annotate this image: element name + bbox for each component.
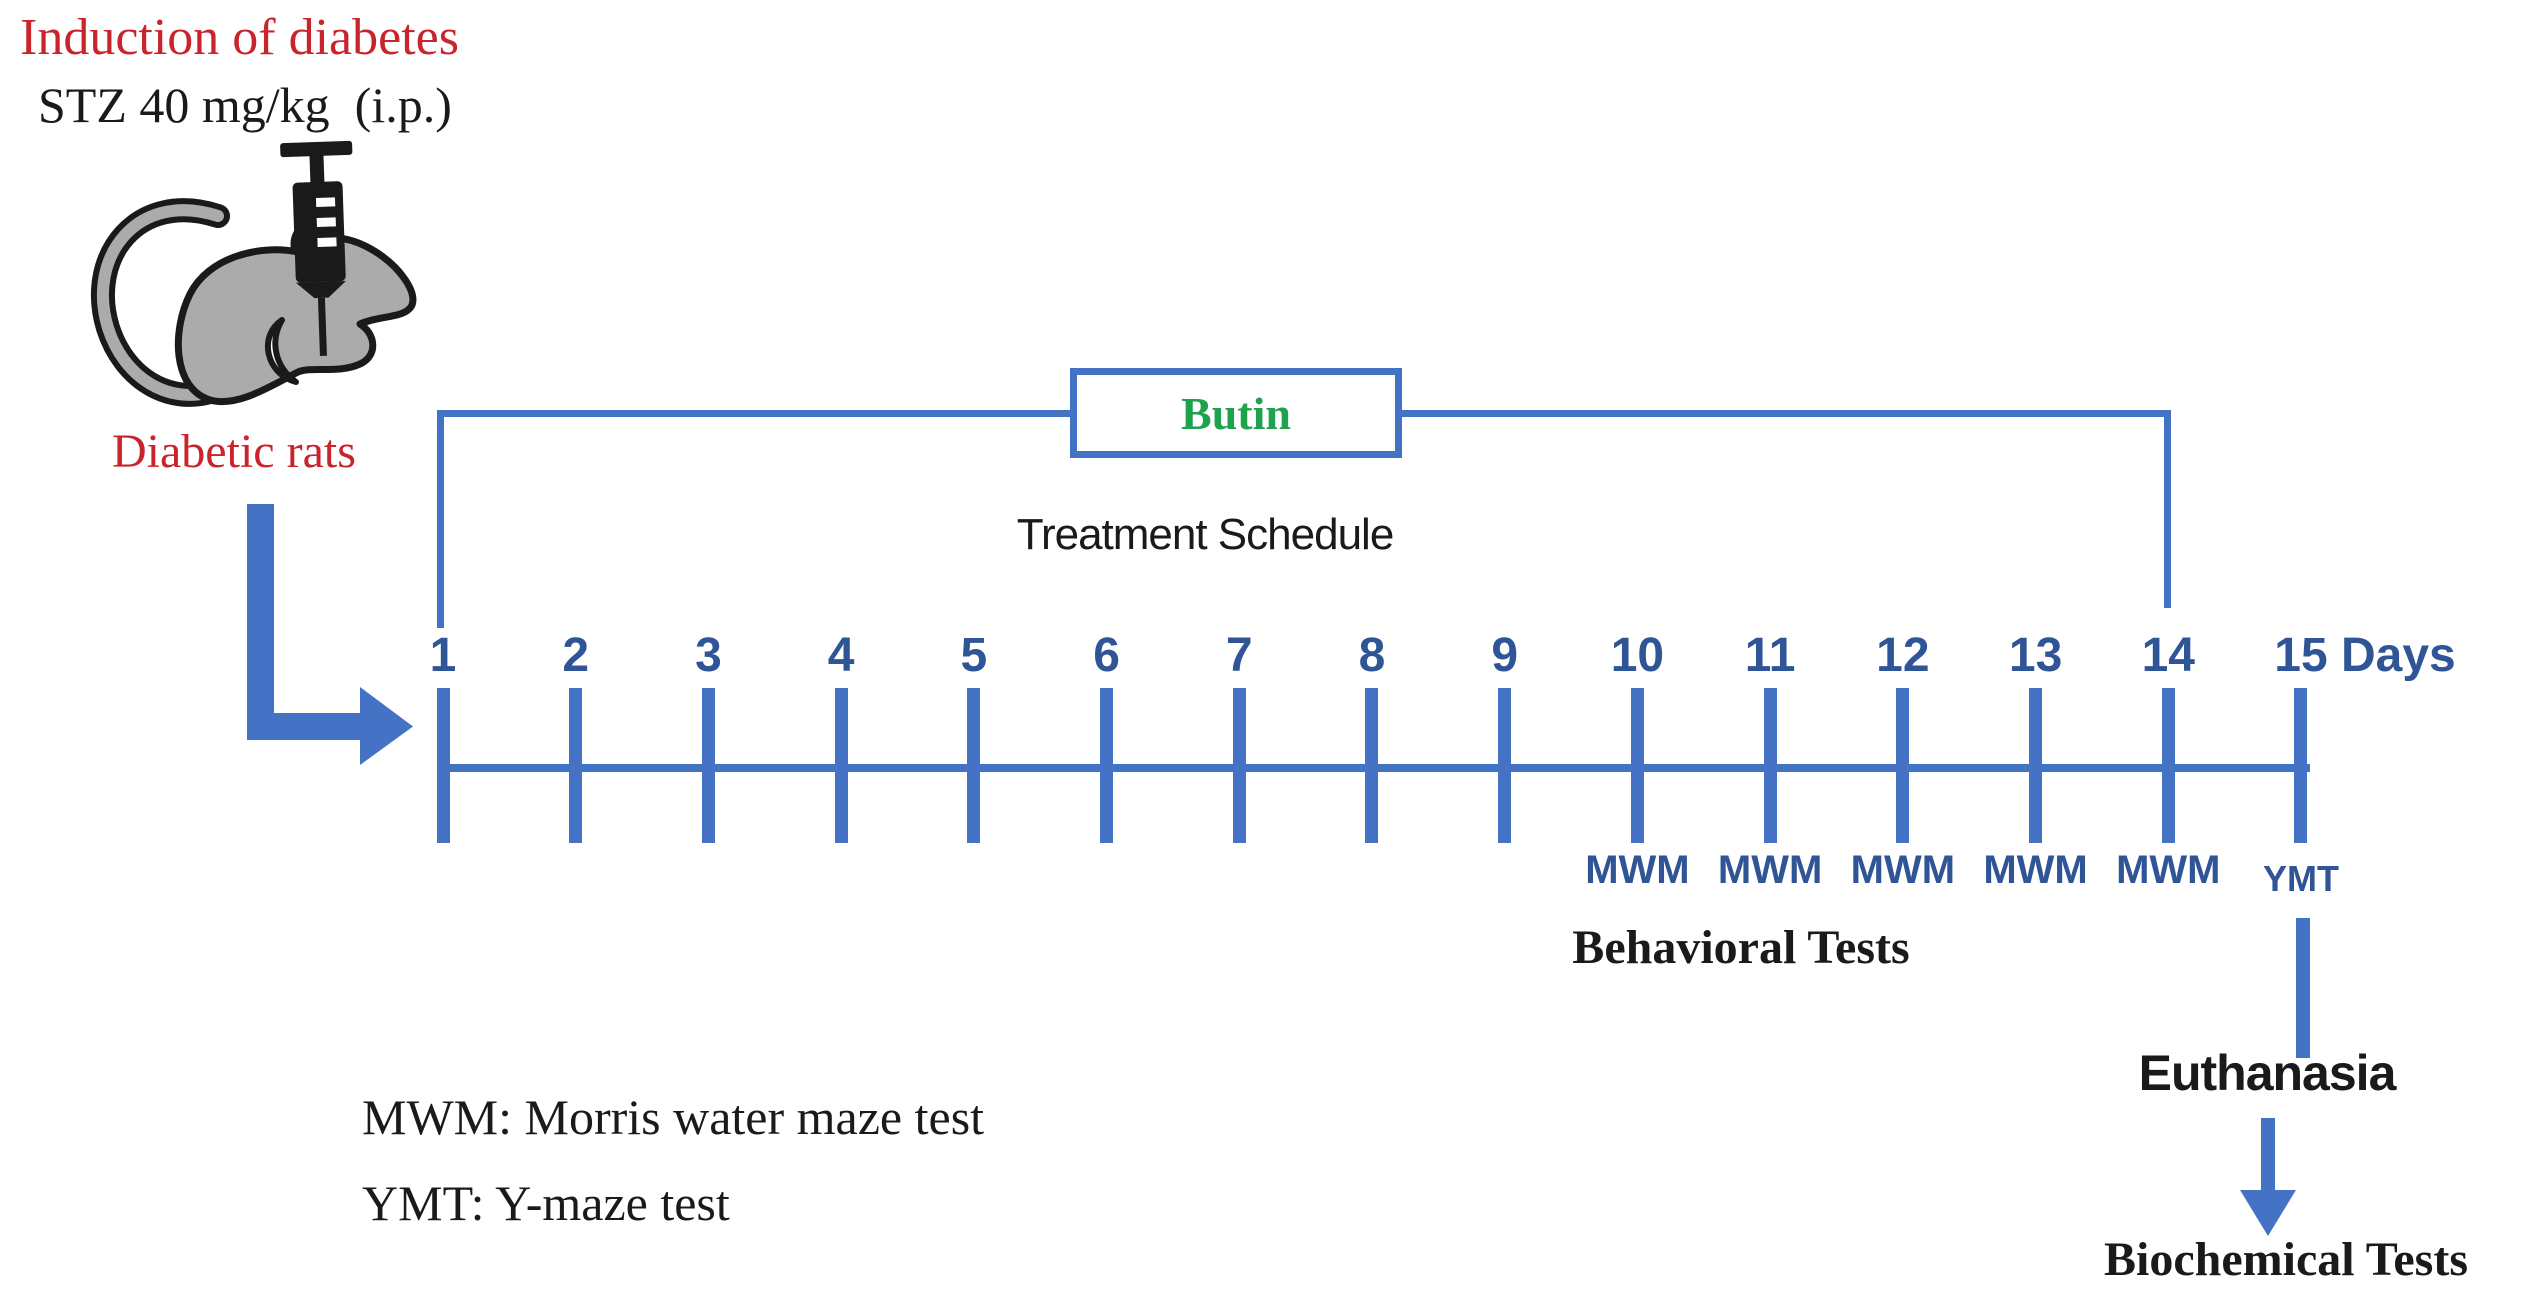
syringe-icon <box>280 140 353 356</box>
timeline-tick-day-13 <box>2029 688 2043 843</box>
timeline-tick-day-5 <box>967 688 981 843</box>
timeline-tick-day-4 <box>834 688 848 843</box>
test-label-ymt-day-15: YMT <box>2262 858 2339 899</box>
biochemical-tests-label: Biochemical Tests <box>2103 1233 2469 1286</box>
day-label-6: 6 <box>1093 629 1120 682</box>
treatment-schedule-label: Treatment Schedule <box>1016 510 1395 559</box>
rat-body <box>174 228 417 405</box>
treatment-bracket-right-drop <box>2164 410 2171 608</box>
rat-syringe-illustration <box>91 140 417 407</box>
rat-icon <box>91 198 417 407</box>
timeline-tick-day-12 <box>1896 688 1910 843</box>
day-label-4: 4 <box>827 629 855 682</box>
day-label-12: 12 <box>1876 629 1930 682</box>
induction-of-diabetes-label: Induction of diabetes <box>20 9 459 66</box>
diabetic-rats-label: Diabetic rats <box>112 425 356 478</box>
day-label-7: 7 <box>1225 629 1253 682</box>
elbow-arrow-icon <box>247 504 413 765</box>
day-unit-label: Days <box>2340 629 2456 682</box>
timeline-tick-day-15 <box>2294 688 2308 843</box>
day-label-13: 13 <box>2008 629 2063 682</box>
timeline-tick-day-2 <box>569 688 583 843</box>
day-label-10: 10 <box>1610 629 1665 682</box>
test-label-mwm-day-14: MWM <box>2116 848 2221 892</box>
day-label-8: 8 <box>1358 629 1386 682</box>
test-label-mwm-day-13: MWM <box>1983 848 2088 892</box>
timeline-tick-day-6 <box>1100 688 1114 843</box>
legend-mwm: MWM: Morris water maze test <box>362 1089 985 1145</box>
timeline-tick-day-14 <box>2161 688 2175 843</box>
butin-label: Butin <box>1181 387 1291 439</box>
day-label-3: 3 <box>695 629 722 682</box>
day-label-11: 11 <box>1744 629 1796 682</box>
butin-drug-box: Butin <box>1070 368 1402 458</box>
day-label-15: 15 <box>2274 629 2328 682</box>
test-label-mwm-day-10: MWM <box>1585 848 1690 892</box>
timeline-tick-day-1 <box>436 688 450 843</box>
euthanasia-label: Euthanasia <box>2138 1045 2397 1101</box>
test-label-mwm-day-12: MWM <box>1850 848 1956 892</box>
rat-hind-leg <box>264 317 299 385</box>
day-label-1: 1 <box>429 629 457 682</box>
ymt-to-euthanasia-connector <box>2296 918 2310 1058</box>
stz-dose-label: STZ 40 mg/kg (i.p.) <box>38 77 452 133</box>
day-label-2: 2 <box>562 629 590 682</box>
day-label-5: 5 <box>960 629 988 682</box>
treatment-bracket-left-drop <box>437 410 444 628</box>
behavioral-tests-label: Behavioral Tests <box>1572 921 1910 974</box>
timeline-tick-day-11 <box>1763 688 1777 843</box>
timeline-tick-day-3 <box>701 688 715 843</box>
day-label-14: 14 <box>2141 629 2195 682</box>
timeline-tick-day-7 <box>1232 688 1246 843</box>
day-label-9: 9 <box>1491 629 1519 682</box>
down-arrow-icon <box>2240 1118 2296 1236</box>
timeline-tick-day-8 <box>1365 688 1379 843</box>
timeline-tick-day-10 <box>1630 688 1644 843</box>
legend-ymt: YMT: Y-maze test <box>362 1175 730 1231</box>
timeline-tick-day-9 <box>1498 688 1512 843</box>
test-label-mwm-day-11: MWM <box>1717 848 1823 892</box>
